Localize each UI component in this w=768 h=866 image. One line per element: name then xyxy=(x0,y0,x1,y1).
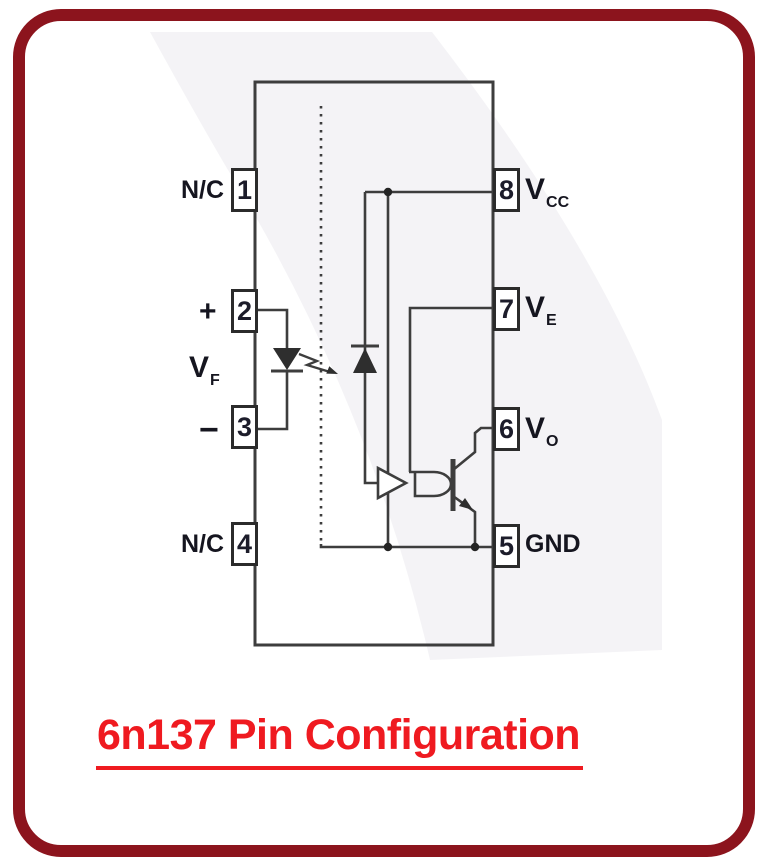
pin-box-2: 2 xyxy=(231,289,258,333)
pin-number-4: 4 xyxy=(236,528,253,559)
vf-base: V xyxy=(189,351,210,384)
light-emission-arrow xyxy=(298,352,331,374)
buffer-amplifier-icon xyxy=(376,465,409,501)
pin-box-1: 1 xyxy=(231,168,258,212)
junction-dot-vcc xyxy=(383,187,393,197)
vf-subscript: F xyxy=(210,372,220,389)
pin-number-7: 7 xyxy=(498,293,515,324)
page-title: 6n137 Pin Configuration xyxy=(96,711,584,770)
transistor-collector-wire xyxy=(452,426,494,472)
background-swoosh xyxy=(150,32,662,660)
anode-wire xyxy=(258,308,289,348)
pin-box-3: 3 xyxy=(231,405,258,449)
led-diode-icon xyxy=(273,348,301,370)
pin-label-nc-1: N/C xyxy=(180,176,224,204)
pin-box-8: 8 xyxy=(493,168,520,212)
pin-number-6: 6 xyxy=(498,413,515,444)
pin-label-nc-4: N/C xyxy=(180,530,224,558)
pin-box-4: 4 xyxy=(231,522,258,566)
cathode-wire xyxy=(258,371,289,431)
pin-number-3: 3 xyxy=(236,411,253,442)
emitter-arrowhead-icon xyxy=(459,498,473,510)
pin-label-gnd: GND xyxy=(525,532,582,564)
vo-base: V xyxy=(525,412,546,445)
pin-label-plus: + xyxy=(199,295,217,328)
vo-subscript: O xyxy=(546,433,559,450)
pin-number-8: 8 xyxy=(498,174,515,205)
forward-voltage-label: VF xyxy=(189,353,220,389)
pin-number-5: 5 xyxy=(498,530,515,561)
card-border-frame xyxy=(13,9,755,857)
pin-label-minus: − xyxy=(199,411,219,449)
vcc-base: V xyxy=(525,173,546,206)
ve-subscript: E xyxy=(546,312,557,329)
pin-label-vcc: VCC xyxy=(525,175,569,211)
junction-dot-gnd-left xyxy=(383,542,393,552)
junction-dot-gnd-right xyxy=(470,542,480,552)
ve-base: V xyxy=(525,291,546,324)
pin-label-ve: VE xyxy=(525,293,557,329)
pin-box-7: 7 xyxy=(493,287,520,331)
light-arrowhead-icon xyxy=(326,366,338,374)
gnd-wire xyxy=(319,544,493,549)
vcc-subscript: CC xyxy=(546,194,570,211)
pin-box-5: 5 xyxy=(493,524,520,568)
transistor-emitter-wire xyxy=(452,494,477,547)
photodiode-wire xyxy=(363,192,378,485)
ve-wire xyxy=(408,306,494,472)
pin-number-2: 2 xyxy=(236,295,253,326)
pin-box-6: 6 xyxy=(493,407,520,451)
photodiode-icon xyxy=(353,348,377,373)
pin-label-vo: VO xyxy=(525,414,558,450)
gnd-base: GND xyxy=(525,530,581,558)
pin-number-1: 1 xyxy=(236,174,253,205)
ic-body-outline xyxy=(253,80,495,647)
